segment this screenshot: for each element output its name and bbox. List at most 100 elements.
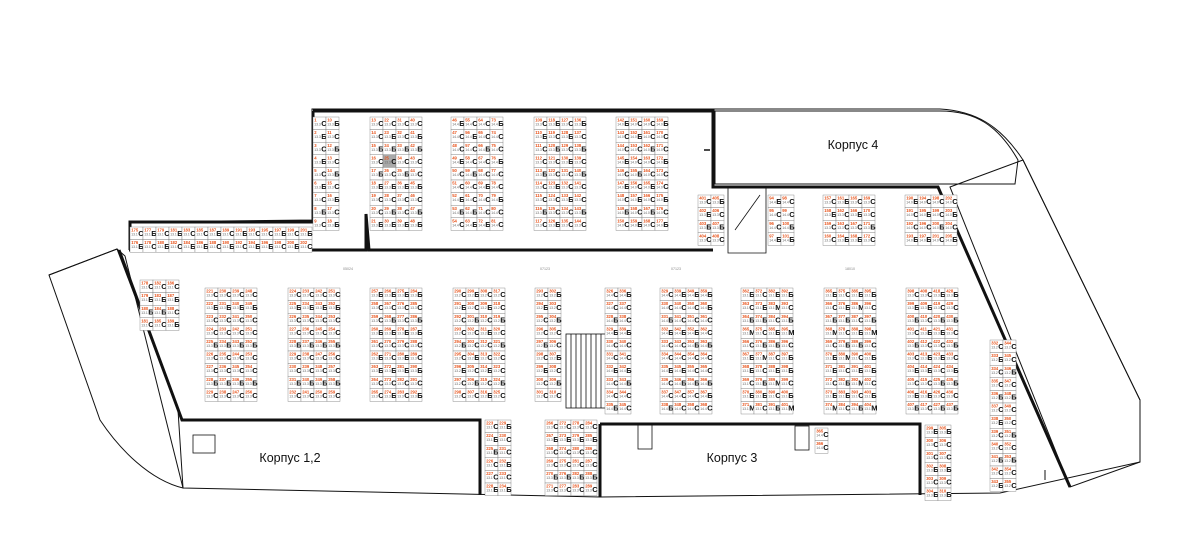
parking-spot[interactable]: 36214.4С — [698, 325, 713, 339]
parking-spot[interactable]: 23213.3С — [217, 313, 232, 327]
parking-spot[interactable]: 3413.3С — [395, 154, 410, 168]
parking-spot[interactable]: 39013.1С — [766, 388, 781, 402]
parking-spot[interactable]: 30013.2С — [534, 376, 549, 390]
parking-spot[interactable]: 30713.3С — [937, 450, 952, 464]
parking-spot[interactable]: 29213.2С — [452, 313, 467, 327]
parking-spot[interactable]: 30513.2С — [547, 325, 562, 339]
parking-spot[interactable]: 15913.3С — [822, 219, 837, 233]
parking-spot[interactable]: 30413.3Б — [924, 487, 939, 501]
parking-spot[interactable]: 25613.3С — [243, 388, 258, 402]
parking-spot[interactable]: 41113.3Б — [918, 325, 933, 339]
parking-spot[interactable]: 24613.3Б — [313, 338, 328, 352]
parking-spot[interactable]: 29113.3С — [408, 376, 423, 390]
parking-spot[interactable]: 5814.4С — [463, 154, 478, 168]
parking-spot[interactable]: 24013.3Б — [230, 300, 245, 314]
parking-spot[interactable]: 19413.1Б — [246, 239, 261, 253]
parking-spot[interactable]: 36413.1Б — [740, 313, 755, 327]
parking-spot[interactable]: 35414.4С — [685, 350, 700, 364]
parking-spot[interactable]: 16713.3С — [848, 219, 863, 233]
parking-spot[interactable]: 23613.3С — [217, 363, 232, 377]
parking-spot[interactable]: 3813.3С — [395, 204, 410, 218]
parking-spot[interactable]: 35013.2С — [1002, 415, 1017, 429]
parking-spot[interactable]: 36813.1М — [823, 325, 838, 339]
parking-spot[interactable]: 40413.1М — [862, 401, 877, 415]
parking-spot[interactable]: 30413.2Б — [547, 313, 562, 327]
parking-spot[interactable]: 5614.4Б — [463, 129, 478, 143]
parking-spot[interactable]: 32814.4Б — [604, 313, 619, 327]
parking-spot[interactable]: 42813.3Б — [944, 287, 959, 301]
parking-spot[interactable]: 29913.3Б — [924, 424, 939, 438]
parking-spot[interactable]: 40513.3С — [905, 376, 920, 390]
parking-spot[interactable]: 19613.1Б — [259, 239, 274, 253]
parking-spot[interactable]: 20013.1Б — [285, 239, 300, 253]
parking-spot[interactable]: 35314.4Б — [685, 338, 700, 352]
parking-spot[interactable]: 14113.3С — [572, 179, 587, 193]
parking-spot[interactable]: 38513.1Б — [849, 287, 864, 301]
parking-spot[interactable]: 29313.2С — [534, 287, 549, 301]
parking-spot[interactable]: 24413.3С — [313, 313, 328, 327]
parking-spot[interactable]: 24713.3С — [313, 350, 328, 364]
parking-spot[interactable]: 26513.3С — [369, 388, 384, 402]
parking-spot[interactable]: 28213.3С — [395, 376, 410, 390]
parking-spot[interactable]: 16514.0Б — [641, 179, 656, 193]
parking-spot[interactable]: 13513.3С — [559, 217, 574, 231]
parking-spot[interactable]: 38913.1Б — [849, 338, 864, 352]
parking-spot[interactable]: 33614.4С — [659, 376, 674, 390]
parking-spot[interactable]: 14914.0Б — [615, 204, 630, 218]
parking-spot[interactable]: 36514.4С — [814, 427, 829, 441]
parking-spot[interactable]: 15414.0С — [628, 154, 643, 168]
parking-spot[interactable]: 28013.3С — [570, 445, 585, 459]
parking-spot[interactable]: 28313.3С — [395, 388, 410, 402]
parking-spot[interactable]: 19813.1С — [272, 239, 287, 253]
parking-spot[interactable]: 30013.3С — [924, 437, 939, 451]
parking-spot[interactable]: 42613.3С — [931, 388, 946, 402]
parking-spot[interactable]: 33614.4Б — [617, 287, 632, 301]
parking-spot[interactable]: 29813.2С — [452, 388, 467, 402]
parking-spot[interactable]: 18713.1Б — [165, 292, 180, 306]
parking-spot[interactable]: 2913.3Б — [382, 204, 397, 218]
parking-spot[interactable]: 15713.3С — [822, 194, 837, 208]
parking-spot[interactable]: 30613.3С — [937, 437, 952, 451]
parking-spot[interactable]: 22813.3Б — [287, 338, 302, 352]
parking-spot[interactable]: 28313.3С — [570, 482, 585, 496]
parking-spot[interactable]: 26913.3Б — [382, 325, 397, 339]
parking-spot[interactable]: 19514.0Б — [917, 207, 932, 221]
parking-spot[interactable]: 13313.3Б — [559, 192, 574, 206]
parking-spot[interactable]: 6114.4С — [463, 192, 478, 206]
parking-spot[interactable]: 4813.3Б — [408, 217, 423, 231]
parking-spot[interactable]: 25813.3Б — [326, 376, 341, 390]
parking-spot[interactable]: 11913.3С — [546, 129, 561, 143]
parking-spot[interactable]: 32513.2С — [491, 388, 506, 402]
parking-spot[interactable]: 7414.4С — [489, 129, 504, 143]
parking-spot[interactable]: 40713.3Б — [905, 401, 920, 415]
parking-spot[interactable]: 31213.2С — [478, 338, 493, 352]
parking-spot[interactable]: 18913.1С — [220, 226, 235, 240]
parking-spot[interactable]: 3613.3Б — [395, 179, 410, 193]
parking-spot[interactable]: 27613.3Б — [557, 470, 572, 484]
parking-spot[interactable]: 5314.4Б — [450, 204, 465, 218]
parking-spot[interactable]: 11213.3С — [533, 154, 548, 168]
parking-spot[interactable]: 24213.3С — [313, 287, 328, 301]
parking-spot[interactable]: 29613.2С — [534, 325, 549, 339]
parking-spot[interactable]: 18313.1С — [181, 226, 196, 240]
parking-spot[interactable]: 19614.0С — [917, 219, 932, 233]
parking-spot[interactable]: 23613.3С — [300, 325, 315, 339]
parking-spot[interactable]: 24813.3С — [313, 363, 328, 377]
parking-spot[interactable]: 10913.3С — [533, 116, 548, 130]
parking-spot[interactable]: 43713.3Б — [944, 401, 959, 415]
parking-spot[interactable]: 4714.4С — [450, 129, 465, 143]
parking-spot[interactable]: 33914.4Б — [617, 325, 632, 339]
parking-spot[interactable]: 11313.3Б — [533, 167, 548, 181]
parking-spot[interactable]: 38813.1Б — [849, 325, 864, 339]
parking-spot[interactable]: 14314.0С — [615, 129, 630, 143]
parking-spot[interactable]: 39113.1Б — [766, 401, 781, 415]
parking-spot[interactable]: 39113.1Б — [849, 363, 864, 377]
parking-spot[interactable]: 22613.1С — [484, 457, 499, 471]
parking-spot[interactable]: 36114.4С — [698, 313, 713, 327]
parking-spot[interactable]: 38013.1Б — [753, 388, 768, 402]
parking-spot[interactable]: 19913.1С — [285, 226, 300, 240]
parking-spot[interactable]: 13013.3Б — [559, 154, 574, 168]
parking-spot[interactable]: 27613.3С — [395, 300, 410, 314]
parking-spot[interactable]: 30213.3Б — [924, 462, 939, 476]
parking-spot[interactable]: 24913.3Б — [243, 300, 258, 314]
